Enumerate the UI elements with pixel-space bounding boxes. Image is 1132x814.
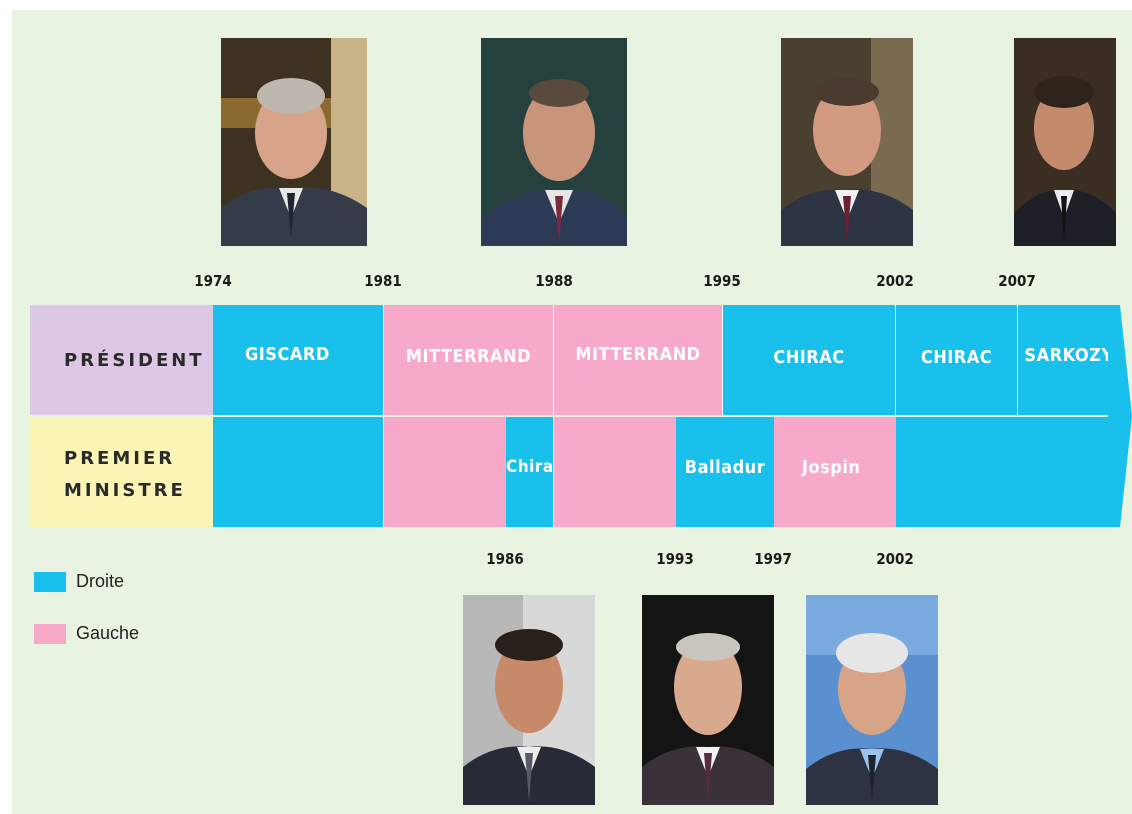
- portrait-chirac-president: [781, 38, 913, 246]
- president-cell-mitterrand-2: MITTERRAND: [554, 305, 723, 415]
- president-row-label: PRÉSIDENT: [30, 305, 213, 415]
- timeline-arrow-tip: [1108, 305, 1132, 527]
- premier-cell-balladur: Balladur: [676, 417, 774, 527]
- president-label-text: PRÉSIDENT: [64, 349, 205, 371]
- year-1993: 1993: [656, 550, 694, 568]
- president-name: MITTERRAND: [405, 345, 532, 367]
- premier-label-line1: PREMIER: [64, 448, 176, 469]
- portrait-balladur: [642, 595, 774, 805]
- president-name: CHIRAC: [773, 346, 845, 368]
- president-cell-mitterrand-1: MITTERRAND: [384, 305, 554, 415]
- year-1995: 1995: [703, 272, 741, 290]
- premier-cell-chirac: Chirac: [506, 417, 554, 527]
- premier-name: Chirac: [506, 457, 554, 477]
- premier-name: Balladur: [684, 456, 766, 478]
- premier-row-label: PREMIER MINISTRE: [30, 417, 213, 527]
- president-name: GISCARD: [245, 343, 330, 365]
- year-1986: 1986: [486, 550, 524, 568]
- year-1997: 1997: [754, 550, 792, 568]
- legend-gauche: Gauche: [34, 623, 139, 644]
- president-name: CHIRAC: [920, 346, 993, 368]
- portrait-sarkozy: [1014, 38, 1116, 246]
- premier-cell-1988: [554, 417, 676, 527]
- president-cell-giscard: GISCARD: [213, 305, 384, 415]
- portrait-giscard: [221, 38, 367, 246]
- premier-name: Jospin: [802, 456, 861, 478]
- year-1981: 1981: [364, 272, 402, 290]
- year-2002-bottom: 2002: [876, 550, 914, 568]
- premier-cell-2002: [896, 417, 1120, 527]
- premier-cell-1981: [384, 417, 506, 527]
- portrait-jospin: [806, 595, 938, 805]
- legend-label: Droite: [76, 571, 125, 591]
- year-2007: 2007: [998, 272, 1036, 290]
- president-name: MITTERRAND: [575, 343, 701, 365]
- portrait-chirac-premier: [463, 595, 595, 805]
- president-cell-sarkozy: SARKOZY: [1018, 305, 1120, 415]
- premier-cell-jospin: Jospin: [774, 417, 896, 527]
- legend-droite: Droite: [34, 571, 124, 592]
- year-2002-top: 2002: [876, 272, 914, 290]
- president-cell-chirac-2: CHIRAC: [896, 305, 1018, 415]
- president-name: SARKOZY: [1024, 344, 1114, 366]
- legend-swatch-droite: [34, 571, 66, 592]
- premier-cell-1974: [213, 417, 384, 527]
- year-1974: 1974: [194, 272, 232, 290]
- year-1988: 1988: [535, 272, 573, 290]
- legend-swatch-gauche: [34, 623, 66, 644]
- president-cell-chirac-1: CHIRAC: [723, 305, 896, 415]
- legend-label: Gauche: [76, 623, 140, 643]
- portrait-mitterrand: [481, 38, 627, 246]
- premier-label-line2: MINISTRE: [64, 480, 186, 501]
- timeline-panel: 1974 1981 1988 1995 2002 2007 PRÉSIDENT …: [12, 10, 1132, 814]
